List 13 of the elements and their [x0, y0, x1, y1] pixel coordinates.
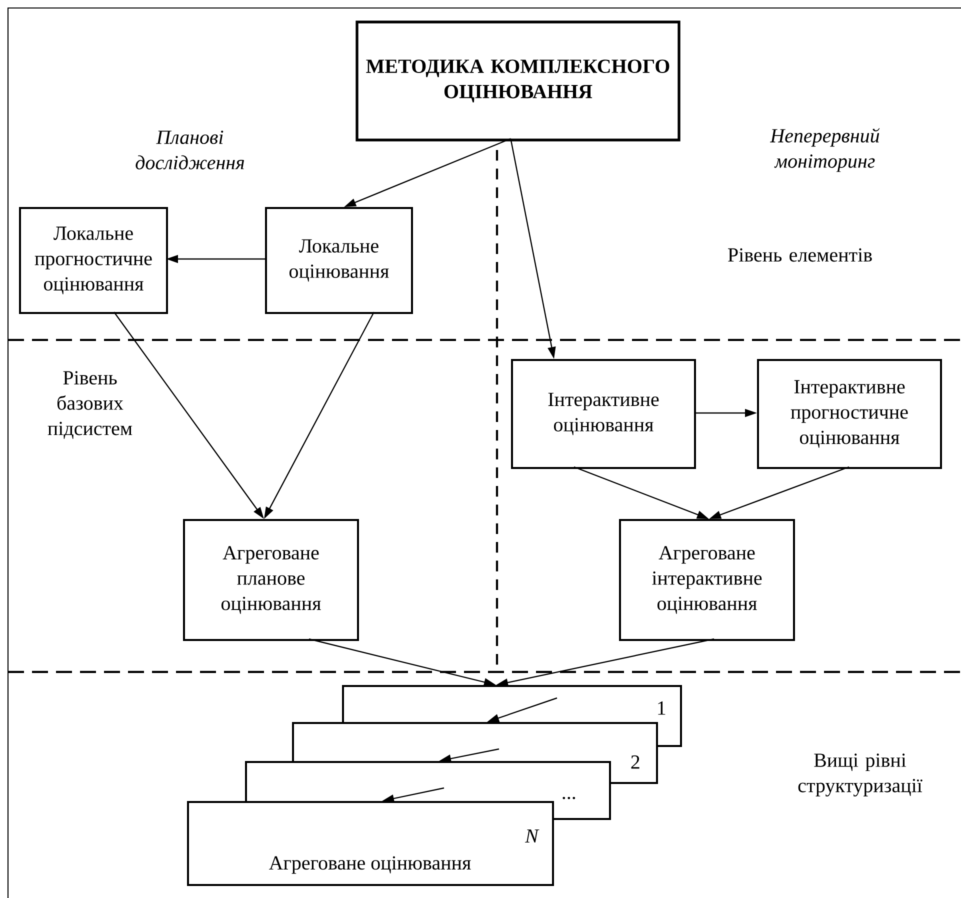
process-box: Локальне прогностичне оцінювання [19, 207, 168, 314]
level-label: Вищі рівні структуризації [798, 754, 922, 796]
process-box: Агреговане інтерактивне оцінювання [619, 519, 795, 641]
title-box: МЕТОДИКА КОМПЛЕКСНОГО ОЦІНЮВАННЯ [356, 20, 680, 142]
heading-label: Планові дослідження [136, 130, 244, 170]
heading-label: Неперервний моніторинг [770, 128, 880, 172]
level-label: Рівень базових підсистем [48, 371, 132, 439]
process-box: Інтерактивне прогностичне оцінювання [757, 359, 942, 469]
level-label: Рівень елементів [728, 248, 872, 262]
process-box: Агреговане планове оцінювання [183, 519, 359, 641]
process-box: Інтерактивне оцінювання [511, 359, 696, 469]
stacked-card: N Агреговане оцінювання [187, 801, 554, 886]
process-box: Локальне оцінювання [265, 207, 413, 314]
